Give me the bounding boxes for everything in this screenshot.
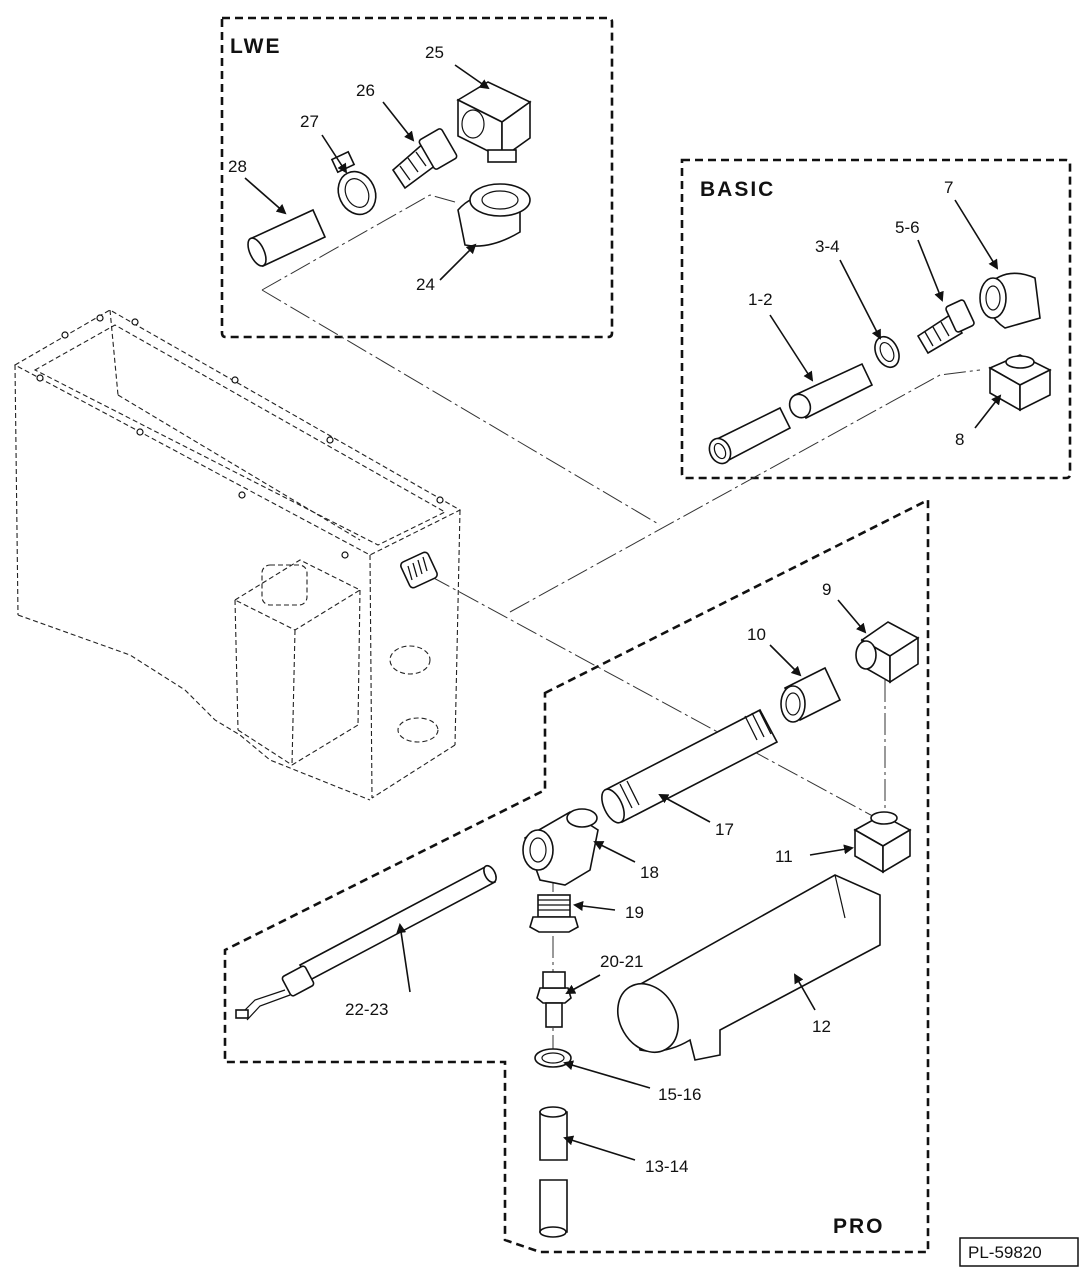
callout-26: 26 xyxy=(356,81,375,100)
callout-17: 17 xyxy=(715,820,734,839)
basic-title: BASIC xyxy=(700,178,775,201)
lwe-section-box xyxy=(220,16,614,339)
pro-title: PRO xyxy=(833,1215,885,1238)
lwe-barb-26 xyxy=(391,128,458,190)
basic-barb-5-6 xyxy=(916,299,975,355)
callout-18: 18 xyxy=(640,863,659,882)
callout-13-14: 13-14 xyxy=(645,1157,688,1176)
lwe-title: LWE xyxy=(230,35,282,58)
basic-elbow-8 xyxy=(988,354,1052,412)
callout-8: 8 xyxy=(955,430,964,449)
lwe-tube-28 xyxy=(247,208,327,268)
pro-hose-13-14 xyxy=(539,1106,568,1238)
callout-28: 28 xyxy=(228,157,247,176)
basic-elbow-7 xyxy=(979,272,1041,329)
pro-clamp-15-16 xyxy=(534,1048,572,1068)
callout-19: 19 xyxy=(625,903,644,922)
callout-5-6: 5-6 xyxy=(895,218,920,237)
tank-outlet-fitting xyxy=(400,551,438,589)
callout-11: 11 xyxy=(775,847,793,866)
pro-section-box xyxy=(223,497,930,1254)
basic-tube-1-2 xyxy=(708,362,874,465)
pro-nipple-19 xyxy=(529,894,579,933)
reference-box: PL-59820 xyxy=(959,1237,1079,1267)
callout-24: 24 xyxy=(416,275,435,294)
callout-leaders xyxy=(244,64,1002,1161)
callout-20-21: 20-21 xyxy=(600,952,643,971)
callout-25: 25 xyxy=(425,43,444,62)
pro-elbow-9 xyxy=(855,621,920,684)
callout-22-23: 22-23 xyxy=(345,1000,388,1019)
pro-barb-20-21 xyxy=(536,971,572,1028)
pro-pipe-17 xyxy=(601,708,779,824)
reference-number: PL-59820 xyxy=(968,1243,1042,1262)
pro-coupling-10 xyxy=(780,666,842,723)
callout-15-16: 15-16 xyxy=(658,1085,701,1104)
callout-12: 12 xyxy=(812,1017,831,1036)
pro-cover-12 xyxy=(617,874,881,1061)
pro-tee-18 xyxy=(522,808,599,886)
pro-elbow-11 xyxy=(853,811,912,874)
callout-3-4: 3-4 xyxy=(815,237,840,256)
lwe-elbow-24 xyxy=(457,183,531,247)
callout-1-2: 1-2 xyxy=(748,290,773,309)
pro-heater-22-23 xyxy=(235,864,497,1021)
callout-10: 10 xyxy=(747,625,766,644)
basic-section-box xyxy=(680,158,1072,480)
lwe-clamp-27 xyxy=(330,150,377,216)
callout-7: 7 xyxy=(944,178,953,197)
basic-clamp-3-4 xyxy=(874,335,900,369)
lwe-elbow-25 xyxy=(456,81,532,163)
callout-9: 9 xyxy=(822,580,831,599)
callout-27: 27 xyxy=(300,112,319,131)
steam-tank xyxy=(13,309,462,801)
